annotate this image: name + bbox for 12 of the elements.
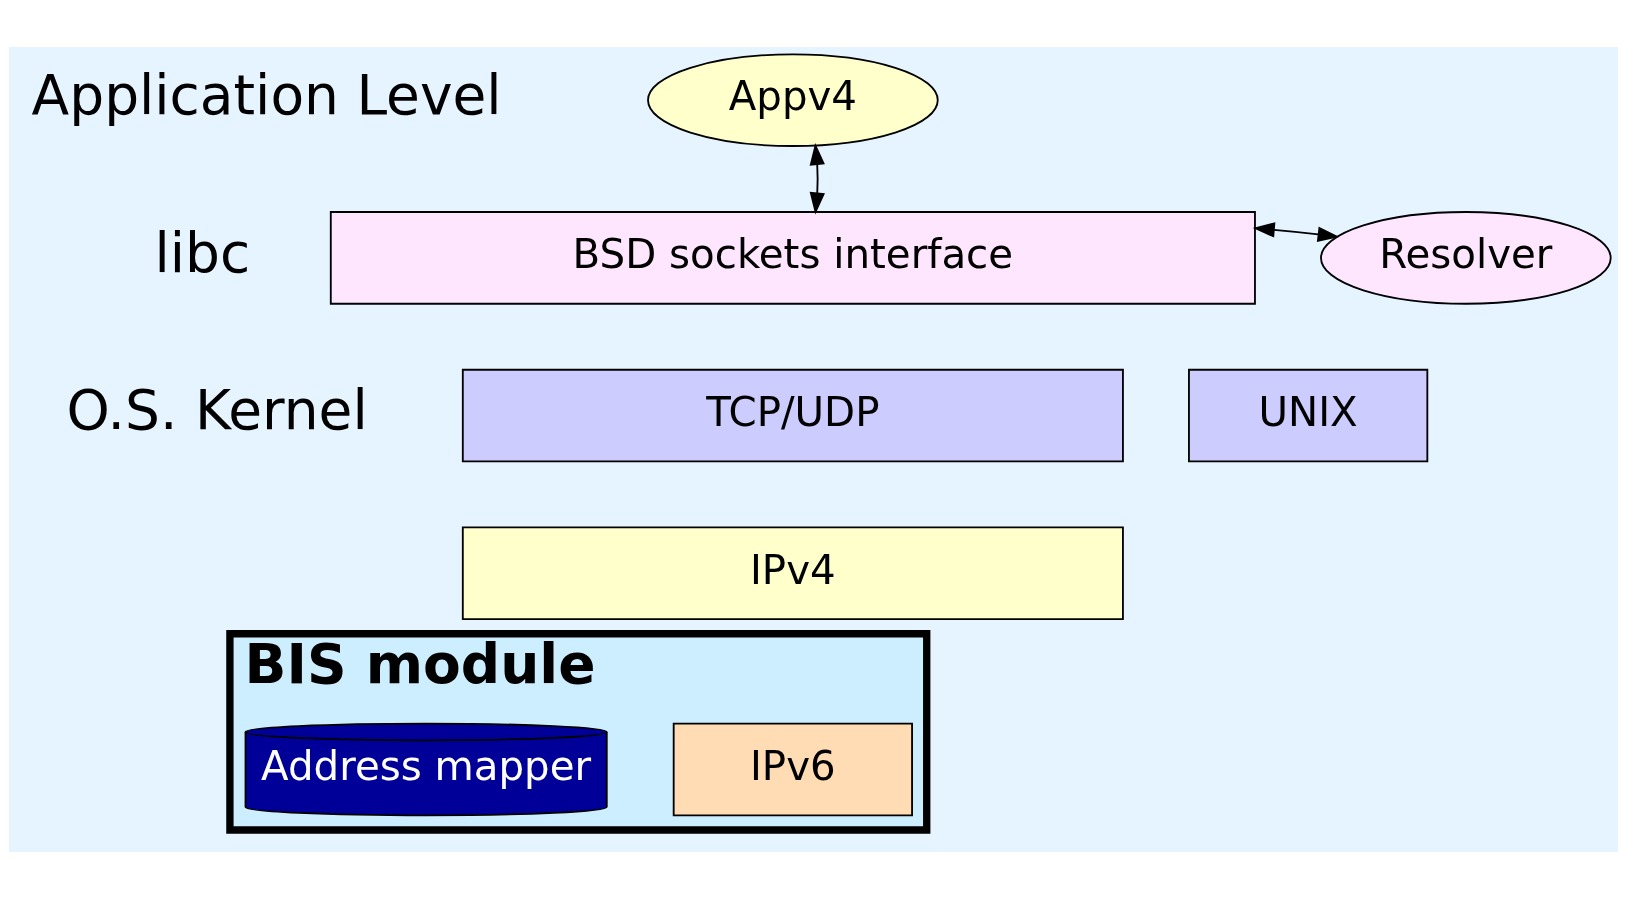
label: libc xyxy=(154,220,251,285)
label: O.S. Kernel xyxy=(66,377,368,442)
node-box: BSD sockets interface xyxy=(329,210,1256,305)
arrow xyxy=(1252,221,1340,242)
node-box: IPv4 xyxy=(461,526,1124,620)
node-box: IPv6 xyxy=(672,722,913,816)
node-box: TCP/UDP xyxy=(461,368,1124,462)
node-ellipse: Resolver xyxy=(1320,210,1612,305)
arrow xyxy=(809,142,825,214)
node-box: UNIX xyxy=(1188,368,1429,462)
label: Application Level xyxy=(31,62,502,127)
node-ellipse: Appv4 xyxy=(647,52,939,147)
